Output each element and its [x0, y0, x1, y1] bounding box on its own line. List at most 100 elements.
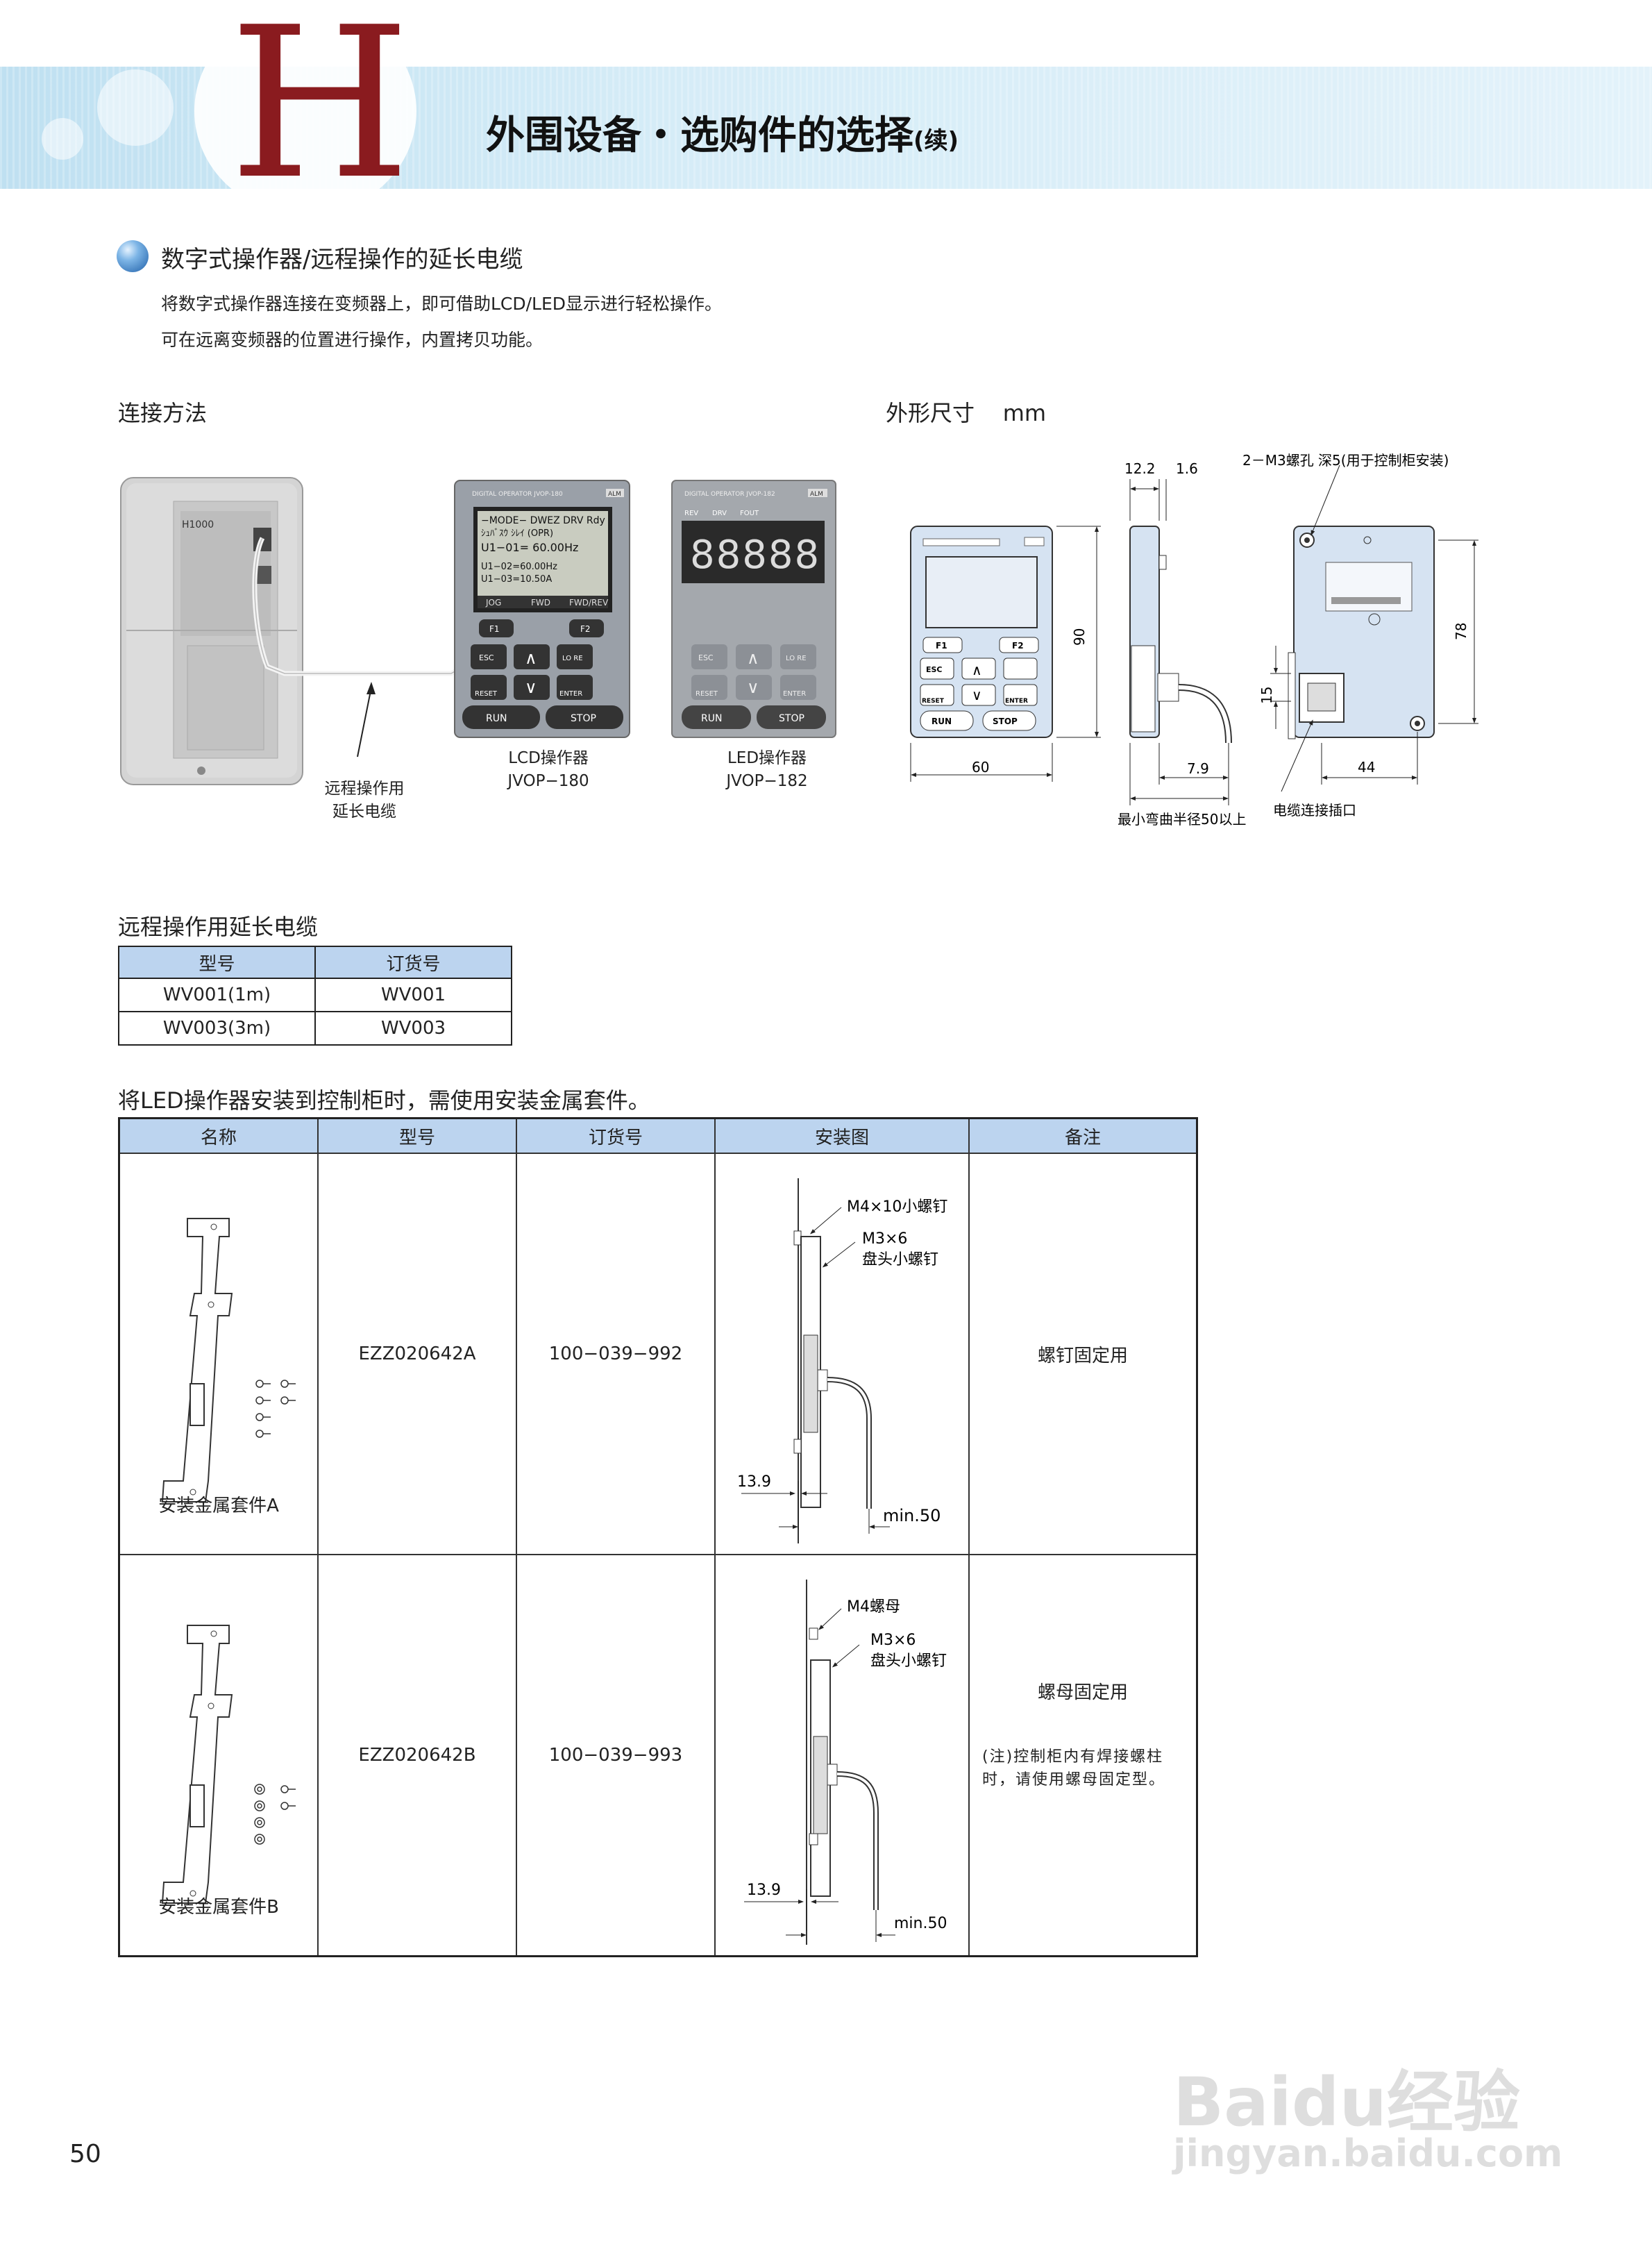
kit-remark: 螺母固定用: [1037, 1682, 1128, 1703]
lcd-alm-label: ALM: [608, 491, 621, 498]
kit-header-name: 名称: [118, 1117, 319, 1154]
dimensions-label-text: 外形尺寸: [886, 400, 975, 426]
dim-60: 60: [972, 759, 989, 776]
bracket-a-drawing: [161, 1218, 296, 1502]
front-f1-key: F1: [936, 641, 947, 651]
table-row: 安装金属套件B EZZ020642B 100−039−993 M4螺母 M3×6…: [118, 1554, 1198, 1957]
led-caption-line-1: LED操作器: [727, 749, 807, 767]
led-run-key: RUN: [701, 713, 722, 724]
dim-15: 15: [1258, 687, 1275, 704]
kit-name-cell: 安装金属套件A: [118, 1153, 319, 1555]
dimensions-label: 外形尺寸 mm: [886, 396, 1046, 428]
install-diagram-a: M4×10小螺钉 M3×6 盘头小螺钉 13.9 min.50: [737, 1178, 947, 1543]
led-caption: LED操作器 JVOP−182: [691, 747, 843, 794]
front-run-key: RUN: [932, 717, 952, 726]
svg-text:∨: ∨: [525, 678, 537, 697]
page-number: 50: [69, 2140, 101, 2168]
page-title: 外围设备・选购件的选择(续): [486, 104, 959, 160]
lcd-line-4: U1−02=60.00Hz: [481, 562, 557, 572]
diagram-b-label-1: M4螺母: [847, 1598, 900, 1616]
lcd-enter-key: ENTER: [559, 690, 582, 698]
diagram-b-label-2b: 盘头小螺钉: [870, 1652, 947, 1670]
kit-header-diagram: 安装图: [714, 1117, 970, 1154]
cable-model-cell: WV001(1m): [118, 978, 316, 1012]
lcd-line-1: −MODE− DWEZ DRV Rdy: [481, 515, 605, 526]
dim-1-6: 1.6: [1176, 460, 1198, 477]
lcd-soft-key-3: FWD/REV: [569, 598, 609, 608]
cable-table-header-model: 型号: [118, 946, 316, 979]
kit-model-cell: EZZ020642A: [317, 1153, 517, 1555]
section-desc-2: 可在远离变频器的位置进行操作，内置拷贝功能。: [161, 330, 543, 350]
led-stop-key: STOP: [779, 713, 804, 724]
install-diagram-b: M4螺母 M3×6 盘头小螺钉 13.9 min.50: [744, 1580, 947, 1945]
cable-leader-line: [357, 687, 372, 757]
led-tag-fout: FOUT: [740, 510, 759, 517]
kit-name: 安装金属套件A: [158, 1496, 279, 1516]
led-alm-label: ALM: [810, 491, 823, 498]
cable-table: 型号 订货号 WV001(1m) WV001 WV003(3m) WV003: [118, 946, 512, 1046]
svg-text:DIGITAL OPERATOR JVOP-180: DIGITAL OPERATOR JVOP-180: [472, 491, 563, 498]
lcd-line-5: U1−03=10.50A: [481, 574, 552, 585]
bullet-ball-icon: [117, 240, 149, 272]
front-f2-key: F2: [1012, 641, 1024, 651]
inverter-model-label: H1000: [182, 519, 214, 530]
lcd-soft-key-1: JOG: [485, 598, 501, 608]
connection-label: 连接方法: [118, 400, 208, 426]
dim-90: 90: [1071, 628, 1088, 646]
cable-port-label: 电缆连接插口: [1273, 802, 1356, 819]
led-lo-re-key: LO RE: [786, 655, 807, 662]
cable-order-cell: WV001: [314, 978, 512, 1012]
diagram-b-label-2a: M3×6: [870, 1632, 916, 1649]
svg-text:∧: ∧: [972, 662, 982, 678]
front-stop-key: STOP: [993, 717, 1018, 726]
led-enter-key: ENTER: [783, 690, 806, 698]
lcd-lo-re-key: LO RE: [562, 655, 583, 662]
dim-78: 78: [1453, 623, 1469, 640]
section-desc-1: 将数字式操作器连接在变频器上，即可借助LCD/LED显示进行轻松操作。: [161, 294, 723, 314]
front-reset-key: RESET: [922, 698, 945, 705]
svg-text:∧: ∧: [747, 648, 759, 668]
lcd-caption: LCD操作器 JVOP−180: [472, 747, 625, 794]
cable-leader-arrow: [366, 682, 376, 694]
cable-caption: 远程操作用 延长电缆: [298, 778, 430, 824]
cable-caption-line-2: 延长电缆: [332, 803, 396, 821]
lcd-line-2: ｼｭﾊﾞｽｳ ｼﾚｲ (OPR): [481, 528, 553, 539]
lcd-f2-key: F2: [580, 624, 591, 634]
kit-table-title: 将LED操作器安装到控制柜时，需使用安装金属套件。: [118, 1087, 650, 1114]
diagram-a-dim-2: min.50: [883, 1506, 941, 1525]
led-caption-line-2: JVOP−182: [726, 772, 808, 791]
dimensions-unit: mm: [1002, 400, 1047, 426]
cable-table-header-order: 订货号: [314, 946, 512, 979]
lcd-stop-key: STOP: [571, 713, 596, 724]
lcd-run-key: RUN: [486, 713, 507, 724]
lcd-operator-drawing: DIGITAL OPERATOR JVOP-180 ALM −MODE− DWE…: [454, 480, 630, 738]
kit-name-cell: 安装金属套件B: [118, 1554, 319, 1957]
kit-remark-cell: 螺钉固定用: [968, 1153, 1198, 1555]
cable-table-header-row: 型号 订货号: [118, 946, 512, 979]
header-bubble: [194, 7, 416, 215]
front-esc-key: ESC: [926, 665, 943, 674]
svg-text:∨: ∨: [747, 678, 759, 697]
header-bubble: [42, 118, 83, 160]
lcd-f1-key: F1: [489, 624, 500, 634]
page-title-suffix: (续): [913, 127, 959, 155]
svg-text:DIGITAL OPERATOR JVOP-182: DIGITAL OPERATOR JVOP-182: [684, 491, 775, 498]
cable-caption-line-1: 远程操作用: [324, 780, 405, 798]
kit-table-header-row: 名称 型号 订货号 安装图 备注: [118, 1117, 1198, 1154]
lcd-reset-key: RESET: [475, 690, 498, 698]
dimension-drawing: F1 F2 ESC ∧ RESET ∨ ENTER RUN STOP 60 90: [910, 452, 1478, 828]
dim-12-2: 12.2: [1124, 460, 1156, 477]
diagram-a-dim-1: 13.9: [737, 1473, 771, 1491]
kit-diagram-cell: M4×10小螺钉 M3×6 盘头小螺钉 13.9 min.50: [714, 1153, 970, 1555]
extension-cable-outline: [254, 537, 500, 674]
kit-diagram-cell: M4螺母 M3×6 盘头小螺钉 13.9 min.50: [714, 1554, 970, 1957]
diagram-b-dim-1: 13.9: [747, 1882, 781, 1899]
section-title: 数字式操作器/远程操作的延长电缆: [161, 246, 523, 274]
front-view: F1 F2 ESC ∧ RESET ∨ ENTER RUN STOP: [910, 526, 1053, 738]
table-row: WV003(3m) WV003: [118, 1011, 512, 1046]
lcd-soft-key-2: FWD: [531, 598, 550, 608]
watermark-url: jingyan.baidu.com: [1173, 2132, 1563, 2175]
dim-44: 44: [1358, 759, 1375, 776]
lcd-esc-key: ESC: [479, 653, 494, 662]
connection-illustration: H1000 DIGITAL OPERATOR JVOP-180 ALM −MOD…: [120, 477, 836, 785]
